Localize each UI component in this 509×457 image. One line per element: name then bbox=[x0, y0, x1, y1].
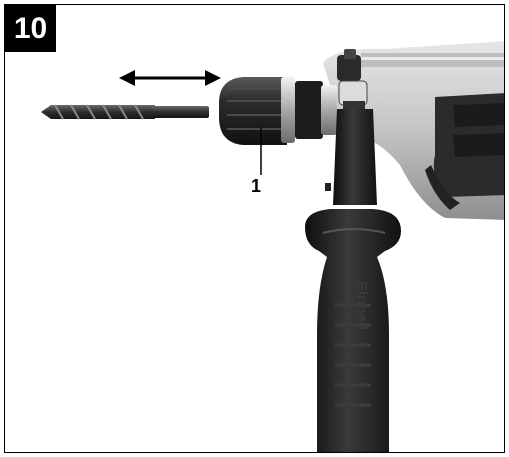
drill-bit bbox=[41, 104, 209, 120]
callout-label-chuck: 1 bbox=[251, 176, 262, 196]
drill-chuck bbox=[219, 77, 337, 145]
handle-collar bbox=[338, 80, 368, 113]
handle-stem bbox=[325, 109, 377, 205]
handle-logo: Einhell bbox=[353, 281, 370, 330]
drill-body bbox=[323, 41, 504, 220]
figure-number: 10 bbox=[13, 12, 48, 45]
double-arrow-icon bbox=[119, 70, 221, 86]
handle-logo-text: Einhell bbox=[353, 281, 370, 330]
clamp-screw bbox=[337, 49, 361, 81]
figure-number-badge: 10 bbox=[5, 5, 56, 52]
auxiliary-handle bbox=[305, 209, 401, 452]
drill-illustration: Einhell bbox=[41, 41, 504, 452]
figure-frame: 10 bbox=[4, 4, 505, 453]
